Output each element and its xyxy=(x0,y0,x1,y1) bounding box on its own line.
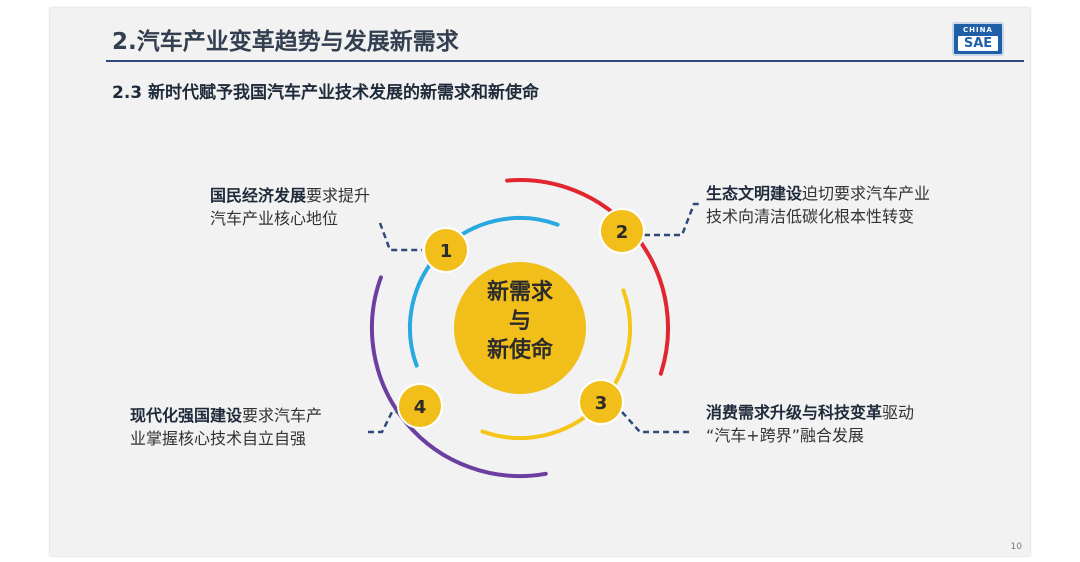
cycle-diagram: 新需求 与 新使命 1 2 3 4 xyxy=(368,178,702,478)
node-2-label-bold: 生态文明建设 xyxy=(706,184,803,203)
center-text-line3: 新使命 xyxy=(487,337,554,363)
logo-text-top: CHINA xyxy=(963,26,993,34)
page-number: 10 xyxy=(1010,542,1022,552)
node-1-label-line2: 汽车产业核心地位 xyxy=(210,209,339,228)
node-4-label: 现代化强国建设要求汽车产 业掌握核心技术自立自强 xyxy=(130,404,322,450)
node-1-label-bold: 国民经济发展 xyxy=(210,186,307,205)
node-2-number: 2 xyxy=(616,222,629,243)
node-3-label-line2: “汽车+跨界”融合发展 xyxy=(706,426,864,445)
connector-1 xyxy=(378,222,422,252)
connector-2 xyxy=(644,202,702,237)
node-4-label-rest: 要求汽车产 xyxy=(242,406,323,425)
node-2: 2 xyxy=(599,208,645,254)
node-3: 3 xyxy=(578,379,624,425)
center-text-line2: 与 xyxy=(509,309,531,334)
node-1: 1 xyxy=(423,227,469,273)
node-4: 4 xyxy=(397,383,443,429)
node-4-label-line2: 业掌握核心技术自立自强 xyxy=(130,429,307,448)
node-3-label: 消费需求升级与科技变革驱动 “汽车+跨界”融合发展 xyxy=(706,401,914,447)
connector-3 xyxy=(621,411,690,434)
node-1-number: 1 xyxy=(440,241,453,262)
slide-title: 2.汽车产业变革趋势与发展新需求 xyxy=(112,29,459,55)
title-divider xyxy=(106,60,1024,62)
node-3-label-rest: 驱动 xyxy=(882,403,915,422)
node-1-label: 国民经济发展要求提升 汽车产业核心地位 xyxy=(210,184,370,230)
center-circle xyxy=(454,262,586,394)
node-2-label: 生态文明建设迫切要求汽车产业 技术向清洁低碳化根本性转变 xyxy=(706,182,930,228)
node-2-label-rest: 迫切要求汽车产业 xyxy=(802,184,931,203)
node-4-number: 4 xyxy=(414,397,427,418)
node-3-label-bold: 消费需求升级与科技变革 xyxy=(706,403,883,422)
china-sae-logo: CHINA SAE xyxy=(952,22,1004,56)
center-text-line1: 新需求 xyxy=(487,279,553,305)
node-4-label-bold: 现代化强国建设 xyxy=(130,406,243,425)
node-3-number: 3 xyxy=(595,393,608,414)
slide-subtitle: 2.3 新时代赋予我国汽车产业技术发展的新需求和新使命 xyxy=(112,83,540,103)
node-2-label-line2: 技术向清洁低碳化根本性转变 xyxy=(706,207,915,226)
logo-text-bottom: SAE xyxy=(958,36,998,51)
slide: 2.汽车产业变革趋势与发展新需求 CHINA SAE 2.3 新时代赋予我国汽车… xyxy=(50,8,1030,556)
node-1-label-rest: 要求提升 xyxy=(306,186,371,205)
